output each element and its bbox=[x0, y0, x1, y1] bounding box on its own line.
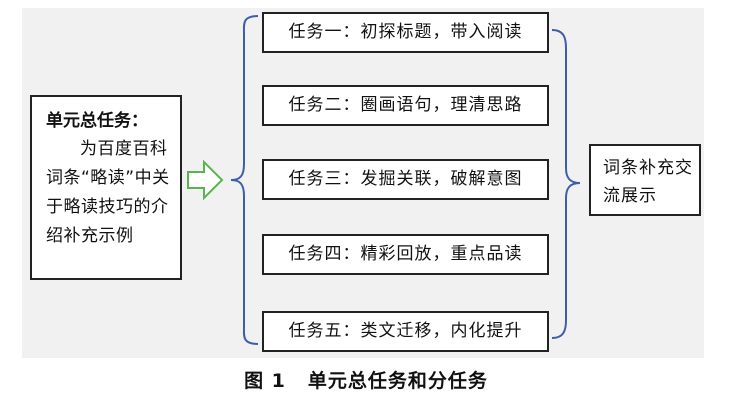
main-task-box: 单元总任务： 为百度百科词条“略读”中关于略读技巧的介绍补充示例 bbox=[30, 95, 182, 280]
main-task-title: 单元总任务： bbox=[46, 111, 148, 131]
left-brace bbox=[230, 15, 259, 345]
figure-title: 单元总任务和分任务 bbox=[307, 370, 488, 392]
figure-number: 图 1 bbox=[244, 370, 286, 392]
main-task-description: 为百度百科词条“略读”中关于略读技巧的介绍补充示例 bbox=[46, 139, 170, 246]
task-box-2: 任务二：圈画语句，理清思路 bbox=[262, 85, 549, 126]
task-box-5: 任务五：类文迁移，内化提升 bbox=[262, 311, 549, 352]
task-box-4: 任务四：精彩回放，重点品读 bbox=[262, 234, 549, 275]
task-box-3: 任务三：发掘关联，破解意图 bbox=[262, 159, 549, 200]
figure-caption: 图 1 单元总任务和分任务 bbox=[0, 366, 732, 393]
result-box: 词条补充交流展示 bbox=[589, 144, 701, 216]
task-box-1: 任务一：初探标题，带入阅读 bbox=[262, 12, 549, 53]
arrow-icon bbox=[187, 159, 224, 201]
right-brace bbox=[551, 29, 581, 339]
